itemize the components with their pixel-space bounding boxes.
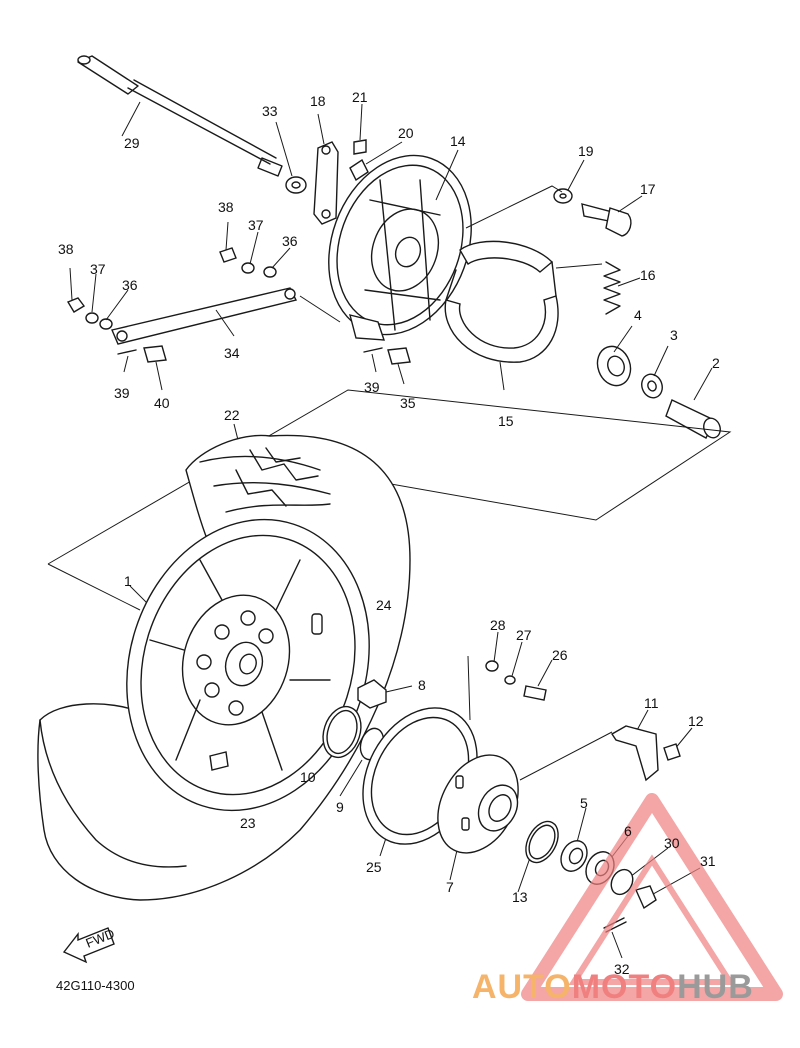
valve-23: [209, 751, 229, 771]
callout-c22: 22: [224, 407, 240, 423]
nut-31: [635, 885, 657, 910]
rear-axle: [77, 55, 283, 177]
callout-c14: 14: [450, 133, 466, 149]
callout-c11: 11: [644, 695, 659, 711]
tension-bar: [111, 287, 298, 345]
callout-c3: 3: [670, 327, 678, 343]
callout-c37b: 37: [248, 217, 264, 233]
callout-c7: 7: [446, 879, 454, 895]
callout-c19: 19: [578, 143, 594, 159]
callout-c36b: 36: [282, 233, 298, 249]
wheel-hub: [126, 518, 370, 812]
bearing-5: [560, 840, 588, 872]
watermark-part-moto: MOTO: [572, 968, 677, 1006]
callout-c29: 29: [124, 135, 140, 151]
nut-washer-set-upper: [219, 247, 277, 278]
brake-camshaft: [581, 203, 632, 237]
callout-c2: 2: [712, 355, 720, 371]
callout-c16: 16: [640, 267, 656, 283]
callout-c8: 8: [418, 677, 426, 693]
oil-seal-3: [641, 373, 663, 399]
forward-arrow-icon: FWD: [62, 926, 117, 964]
callout-c4: 4: [634, 307, 642, 323]
callout-c12: 12: [688, 713, 704, 729]
callout-c20: 20: [398, 125, 414, 141]
callout-c39b: 39: [364, 379, 380, 395]
callout-c25: 25: [366, 859, 382, 875]
callout-c32: 32: [614, 961, 630, 977]
watermark-part-auto: AUTO: [472, 968, 572, 1006]
callout-c34: 34: [224, 345, 240, 361]
spring: [603, 261, 621, 315]
circlip-13: [525, 820, 559, 864]
callout-c40: 40: [154, 395, 170, 411]
callout-c13: 13: [512, 889, 528, 905]
callout-c30: 30: [664, 835, 680, 851]
nut-28: [485, 660, 499, 672]
callout-c38b: 38: [218, 199, 234, 215]
collar-30: [610, 868, 634, 896]
callout-c38a: 38: [58, 241, 74, 257]
callout-c23: 23: [240, 815, 256, 831]
callout-c28: 28: [490, 617, 506, 633]
watermark-text: AUTOMOTOHUB: [472, 968, 754, 1006]
bearing-4: [596, 345, 632, 387]
callout-c6: 6: [624, 823, 632, 839]
nut-12: [663, 743, 681, 761]
damper-8: [357, 679, 387, 709]
collar-2: [665, 399, 721, 439]
brake-shoe-plate: [328, 154, 472, 341]
callout-c26: 26: [552, 647, 568, 663]
callout-c35: 35: [400, 395, 416, 411]
callout-c31: 31: [700, 853, 716, 869]
brake-shoes: [444, 240, 559, 363]
callout-c9: 9: [336, 799, 344, 815]
bolt-26: [523, 685, 547, 701]
callout-c37a: 37: [90, 261, 106, 277]
watermark-logo: [521, 793, 783, 1001]
bolt-40: [143, 345, 167, 363]
callout-c15: 15: [498, 413, 514, 429]
callout-c33: 33: [262, 103, 278, 119]
callout-c36a: 36: [122, 277, 138, 293]
callout-c10: 10: [300, 769, 316, 785]
cam-lever: [313, 141, 339, 225]
balance-weight-24: [311, 613, 323, 635]
callout-c1: 1: [124, 573, 132, 589]
callout-c5: 5: [580, 795, 588, 811]
callout-c17: 17: [640, 181, 656, 197]
bolt-35: [387, 347, 411, 365]
bolt-21: [353, 139, 367, 155]
watermark-part-hub: HUB: [677, 968, 754, 1006]
diagram-code: 42G110-4300: [56, 978, 135, 993]
callout-c24: 24: [376, 597, 392, 613]
clutch-hub: [362, 707, 519, 854]
indicator-20: [349, 158, 369, 182]
callout-labels: 1234567891011121314151617181920212223242…: [58, 89, 720, 977]
nut-washer-set-left: [66, 297, 113, 330]
washer-27: [504, 675, 516, 685]
callout-c27: 27: [516, 627, 532, 643]
callout-c21: 21: [352, 89, 368, 105]
callout-c39a: 39: [114, 385, 130, 401]
stay-11: [611, 725, 659, 782]
callout-c18: 18: [310, 93, 326, 109]
